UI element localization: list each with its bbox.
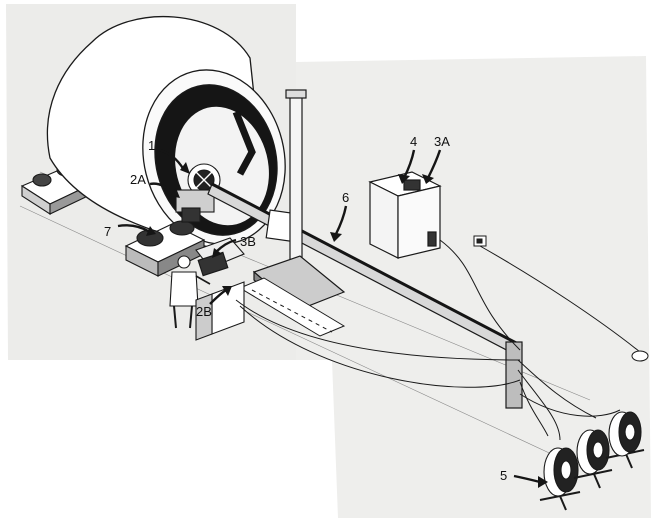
callout-2a: 2A: [130, 172, 146, 187]
callout-3b: 3B: [240, 234, 256, 249]
wire-spool-2: [573, 429, 613, 489]
callout-7: 7: [104, 224, 111, 239]
arrow-6: [334, 205, 348, 235]
floor-cable-reel: [631, 350, 649, 362]
cabinet-front: [369, 181, 399, 259]
arrow-7: [117, 224, 151, 234]
arrow-5: [513, 474, 541, 484]
callout-arrows: [117, 148, 548, 488]
callout-6: 6: [342, 190, 349, 205]
wall-outlet: [473, 235, 487, 247]
callout-4: 4: [410, 134, 417, 149]
wire-spool-1: [539, 447, 581, 511]
operator-figure: [169, 255, 211, 329]
boom-end-block: [505, 341, 523, 409]
arrow-2a: [149, 182, 175, 195]
callout-2b: 2B: [196, 304, 212, 319]
paper-sheet-right: [296, 56, 651, 518]
wire-spool-3: [605, 411, 645, 469]
front-roller-unit: [124, 220, 206, 277]
callout-1: 1: [148, 138, 155, 153]
manipulator-boom: [207, 182, 523, 409]
callout-labels: 1 2A 7 3B 2B 6 4 3A 5: [104, 134, 507, 483]
floor-track: [238, 277, 346, 337]
arrow-3a: [426, 149, 442, 179]
arrow-3b: [215, 238, 237, 253]
power-source-cabinet: [368, 171, 442, 259]
arrow-2b: [209, 289, 227, 305]
cabinet-side: [397, 185, 441, 259]
callout-5: 5: [500, 468, 507, 483]
wire-spool-stands: [539, 411, 645, 511]
cable-bundle: [235, 239, 649, 441]
callout-3a: 3A: [434, 134, 450, 149]
